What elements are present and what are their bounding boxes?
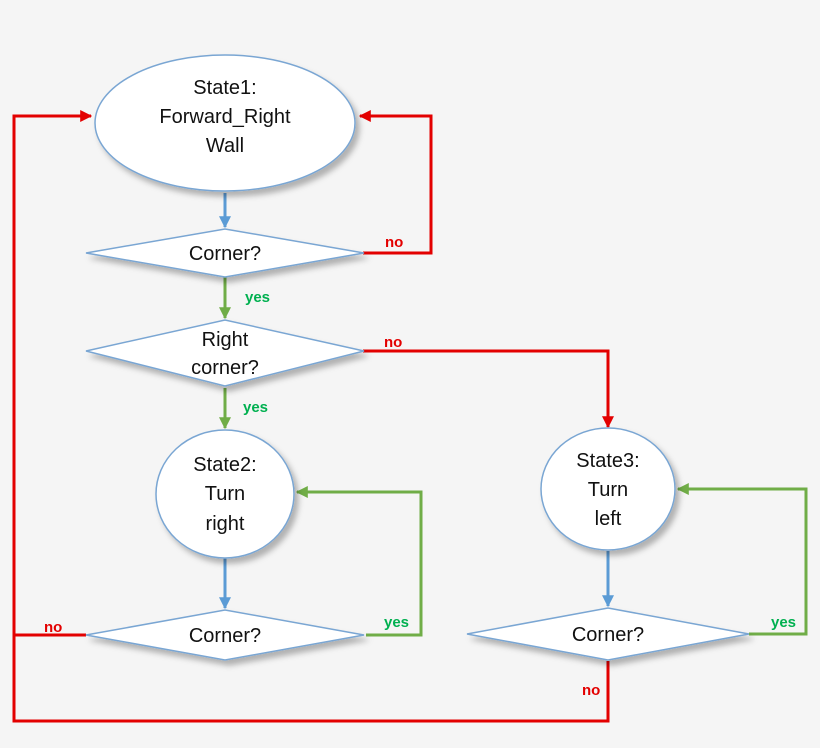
state2-label-line1: State2: — [193, 454, 256, 476]
label-corner2-yes: yes — [384, 614, 409, 631]
state3-node: State3: Turn left — [540, 427, 676, 551]
decision-right-corner-label-line2: corner? — [191, 357, 259, 379]
state2-label-line3: right — [206, 513, 245, 535]
label-corner3-yes: yes — [771, 614, 796, 631]
decision-corner-3-label: Corner? — [572, 624, 644, 646]
label-right-corner-no: no — [384, 334, 402, 351]
state3-label-line1: State3: — [576, 450, 639, 472]
edge-corner3-no-loop — [12, 635, 610, 723]
label-corner1-yes: yes — [245, 289, 270, 306]
decision-corner-2: Corner? — [85, 609, 365, 661]
state1-label-line1: State1: — [193, 77, 256, 99]
state1-label-line3: Wall — [206, 135, 244, 157]
state3-label-line2: Turn — [588, 479, 628, 501]
decision-right-corner: Right corner? — [85, 319, 365, 387]
state1-label-line2: Forward_Right — [159, 106, 291, 128]
state2-node: State2: Turn right — [155, 429, 295, 559]
decision-corner-3: Corner? — [466, 607, 750, 661]
decision-right-corner-label-line1: Right — [202, 329, 249, 351]
state2-label-line2: Turn — [205, 483, 245, 505]
edge-corner1-no-loop — [358, 110, 433, 255]
label-corner1-no: no — [385, 234, 403, 251]
edge-right-corner-no — [363, 349, 614, 429]
decision-corner-1-label: Corner? — [189, 243, 261, 265]
label-corner3-no: no — [582, 682, 600, 699]
edge-corner2-no-loop — [12, 110, 93, 637]
label-right-corner-yes: yes — [243, 399, 268, 416]
edge-corner3-yes-loop — [676, 483, 808, 636]
decision-corner-1: Corner? — [85, 228, 365, 278]
decision-corner-2-label: Corner? — [189, 625, 261, 647]
state1-node: State1: Forward_Right Wall — [94, 54, 356, 192]
edge-corner2-yes-loop — [295, 486, 423, 637]
state3-label-line3: left — [595, 508, 622, 530]
label-corner2-no: no — [44, 619, 62, 636]
